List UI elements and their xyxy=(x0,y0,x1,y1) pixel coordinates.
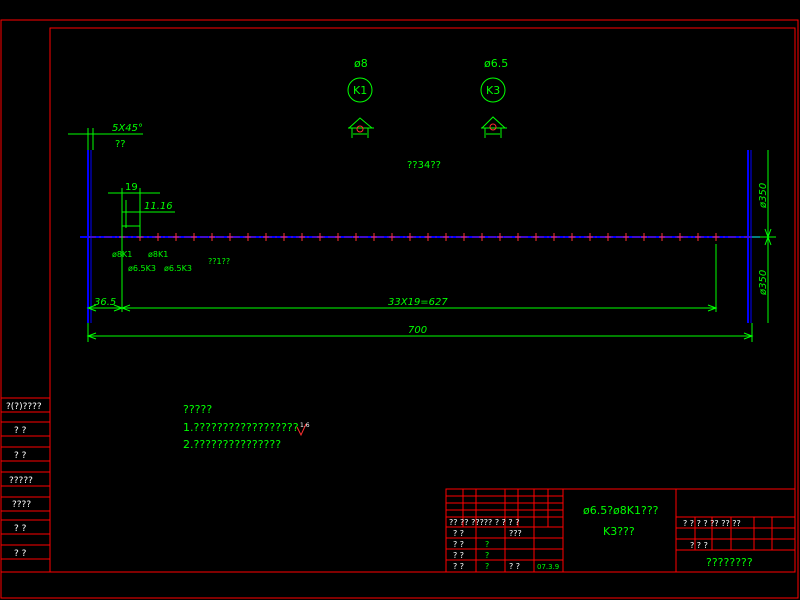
outer-frame xyxy=(0,19,799,599)
marker-k1-diameter: ø8 xyxy=(354,57,368,70)
roughness-value: 1.6 xyxy=(300,422,310,429)
chamfer-dimension xyxy=(68,128,143,150)
section-symbol-k3-icon xyxy=(481,116,507,138)
marker-k1: ø8 K1 xyxy=(347,57,374,138)
hole-marks xyxy=(119,233,719,241)
title-block-row-2: ? ? xyxy=(453,529,464,538)
side-label-2: ? ? xyxy=(14,426,27,436)
title-block-row-4: ? ? xyxy=(453,551,464,560)
drawing-subtitle: K3??? xyxy=(603,525,635,538)
length-dimensions xyxy=(86,237,754,342)
title-block xyxy=(445,488,796,573)
title-block-row-3: ? ? xyxy=(453,540,464,549)
notes-title: ????? xyxy=(183,403,212,416)
side-label-column xyxy=(0,397,51,573)
title-block-mid-1: ? xyxy=(485,540,489,549)
side-label-6: ? ? xyxy=(14,524,27,534)
inner-frame xyxy=(49,27,796,573)
dim-total: 700 xyxy=(408,325,427,336)
notes-line-1: 1.?????????????????? xyxy=(183,421,299,434)
chamfer-label: 5X45° xyxy=(112,123,143,134)
marker-k1-code: K1 xyxy=(353,84,367,97)
section-symbol-k1-icon xyxy=(348,117,374,138)
dim-19: 19 xyxy=(125,182,138,193)
marker-k3: ø6.5 K3 xyxy=(480,57,508,138)
spacing-dimension xyxy=(108,188,175,237)
part-name: ???????? xyxy=(706,556,753,569)
dim-pitch: 33X19=627 xyxy=(388,297,448,308)
title-block-row-2b: ??? xyxy=(509,529,522,538)
marker-k3-diameter: ø6.5 xyxy=(484,57,508,70)
dim-dia-top: ø350 xyxy=(758,183,769,209)
title-block-row-5b: ? ? xyxy=(509,562,520,571)
center-note: ??34?? xyxy=(407,160,441,171)
dim-365: 36.5 xyxy=(94,297,116,308)
title-block-right-row: ? ? ? ? ?? ?? ?? xyxy=(683,519,741,528)
hole-label-2: ø8K1 xyxy=(148,250,168,259)
title-block-mid-3: ? xyxy=(485,562,489,571)
side-label-7: ? ? xyxy=(14,549,27,559)
title-block-date: 07.3.9 xyxy=(537,563,559,571)
diameter-dimension xyxy=(752,150,776,323)
hole-label-3: ø6.5K3 xyxy=(128,264,156,273)
hole-label-4: ø6.5K3 xyxy=(164,264,192,273)
drawing-title: ø6.5?ø8K1??? xyxy=(583,504,659,517)
dim-1116: 11.16 xyxy=(144,201,173,212)
marker-k3-code: K3 xyxy=(486,84,500,97)
title-block-mid-2: ? xyxy=(485,551,489,560)
hole-label-5: ??1?? xyxy=(208,257,230,266)
title-block-right-row-2: ? ? ? xyxy=(690,541,708,550)
title-block-row-5: ? ? xyxy=(453,562,464,571)
dim-dia-bot: ø350 xyxy=(758,270,769,296)
chamfer-sublabel: ?? xyxy=(115,139,126,150)
notes-line-2: 2.??????????????? xyxy=(183,438,281,451)
title-block-row-1: ?? ?? ????? ? ? ? ? xyxy=(449,518,519,527)
side-label-3: ? ? xyxy=(14,451,27,461)
side-label-4: ????? xyxy=(9,476,33,486)
roughness-symbol-icon xyxy=(296,423,307,437)
side-label-1: ?(?)???? xyxy=(6,402,42,412)
side-label-5: ???? xyxy=(12,500,31,510)
